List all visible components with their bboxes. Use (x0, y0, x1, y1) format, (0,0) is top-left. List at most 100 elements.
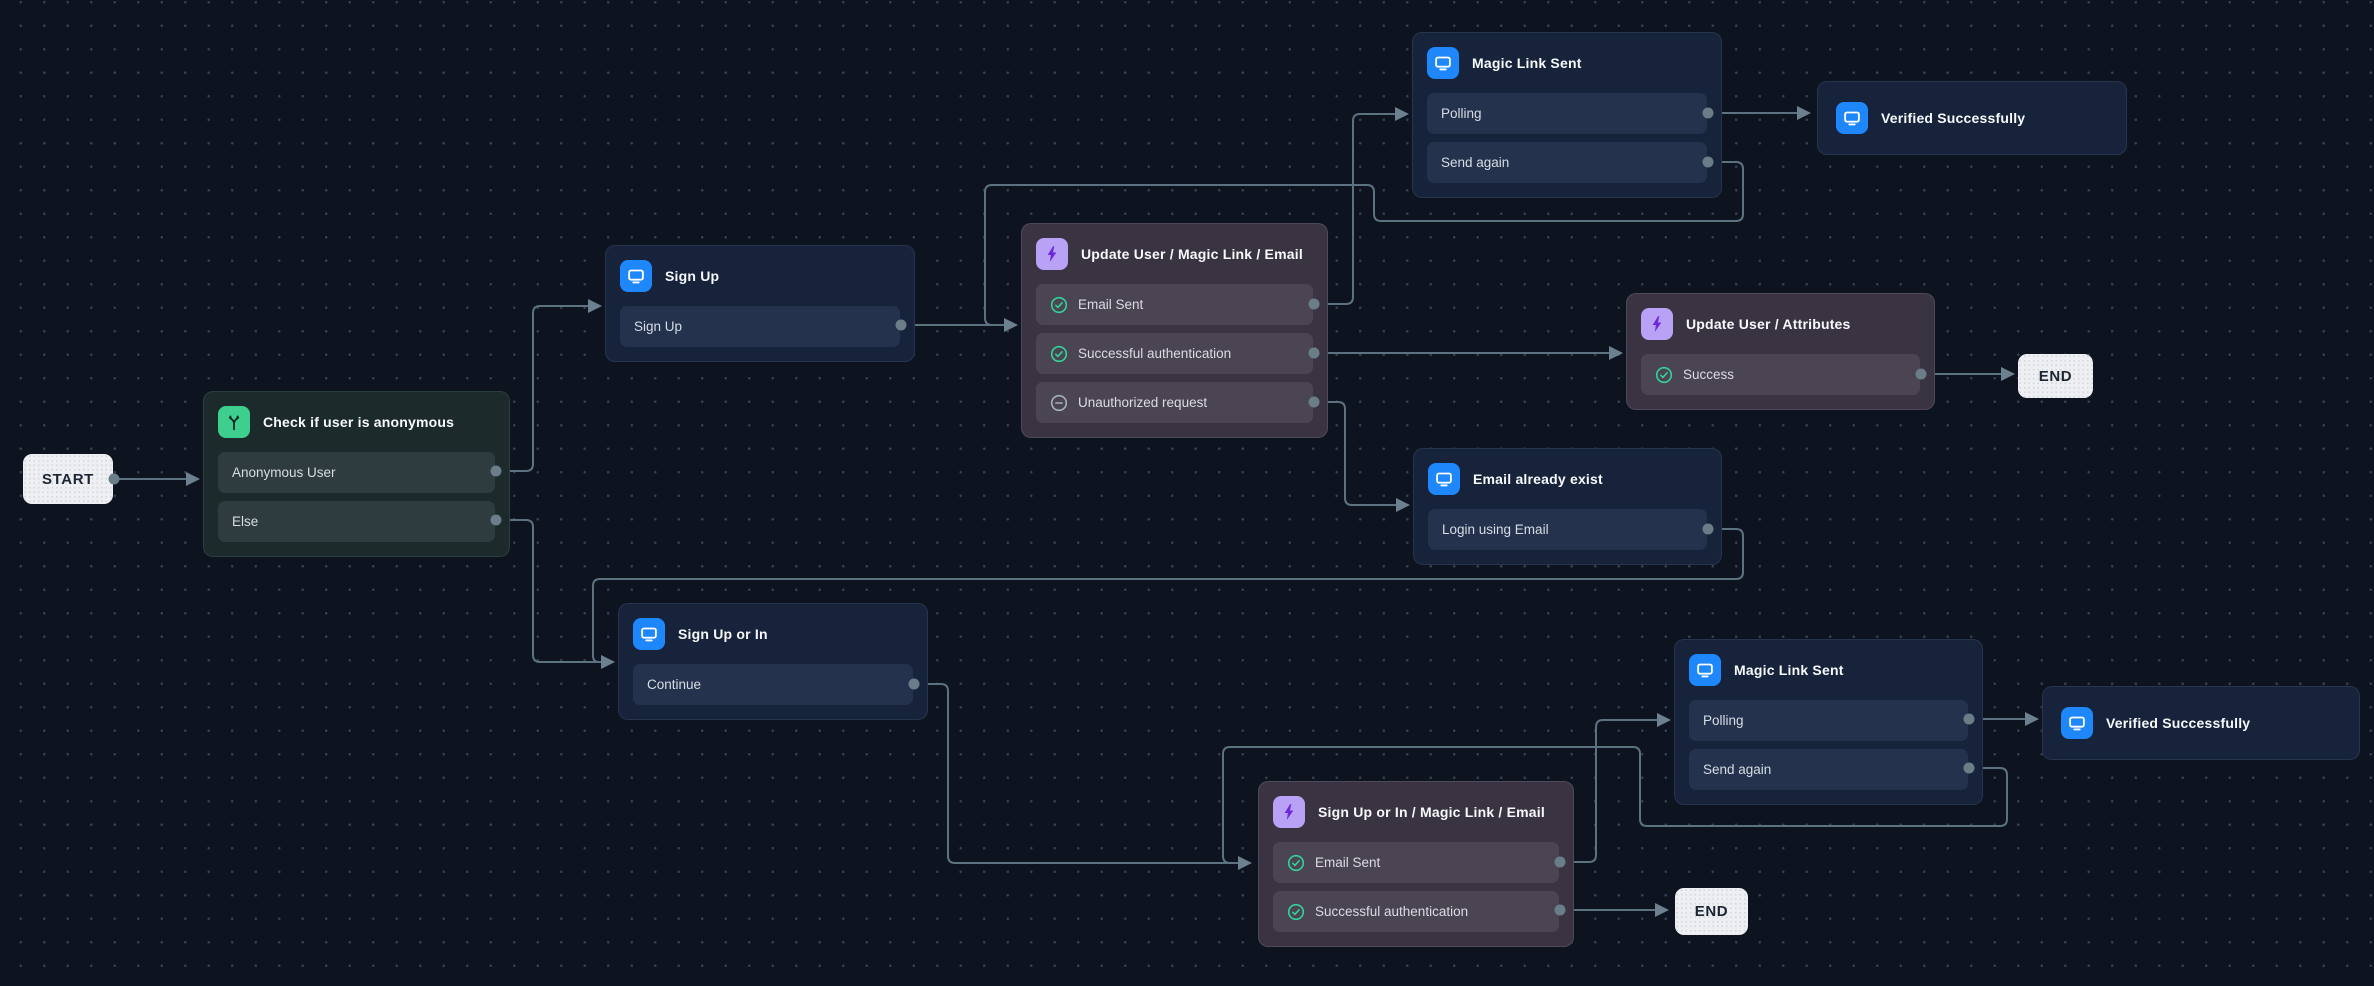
row-else[interactable]: Else (218, 501, 495, 542)
node-update-user-attributes[interactable]: Update User / Attributes Success (1626, 293, 1935, 410)
arrowhead-icon (2001, 367, 2015, 381)
arrowhead-icon (1004, 318, 1018, 332)
node-title: Verified Successfully (2106, 715, 2251, 731)
output-port-dot[interactable] (1308, 298, 1320, 310)
check-circle-icon (1050, 296, 1068, 314)
check-circle-icon (1655, 366, 1673, 384)
arrowhead-icon (1609, 346, 1623, 360)
connector-wire (592, 528, 1744, 663)
arrowhead-icon (1238, 856, 1252, 870)
output-port-dot[interactable] (1702, 156, 1714, 168)
node-sign-up-or-in-magic-link-email[interactable]: Sign Up or In / Magic Link / Email Email… (1258, 781, 1574, 947)
output-port-dot[interactable] (1963, 762, 1975, 774)
row-label: Unauthorized request (1078, 395, 1208, 410)
arrowhead-icon (2025, 712, 2039, 726)
node-email-already-exist[interactable]: Email already exist Login using Email (1413, 448, 1722, 565)
row-unauthorized-request[interactable]: Unauthorized request (1036, 382, 1313, 423)
node-header: Update User / Attributes (1641, 308, 1920, 340)
node-sign-up[interactable]: Sign Up Sign Up (605, 245, 915, 362)
end-node-top[interactable]: END (2018, 354, 2093, 398)
check-circle-icon (1050, 345, 1068, 363)
arrowhead-icon (1657, 713, 1671, 727)
bolt-icon (1641, 308, 1673, 340)
connector-wire (1222, 746, 2008, 864)
output-port-dot[interactable] (490, 514, 502, 526)
connector-wire (1560, 719, 1661, 863)
output-port-dot[interactable] (908, 678, 920, 690)
row-continue[interactable]: Continue (633, 664, 913, 705)
arrowhead-icon (588, 299, 602, 313)
node-title: Email already exist (1473, 471, 1603, 487)
node-header: Sign Up or In / Magic Link / Email (1273, 796, 1559, 828)
row-label: Success (1683, 367, 1735, 382)
node-header: Email already exist (1428, 463, 1707, 495)
output-port-dot[interactable] (1308, 347, 1320, 359)
output-port-dot[interactable] (1915, 368, 1927, 380)
output-port-dot[interactable] (108, 473, 120, 485)
arrowhead-icon (1395, 107, 1409, 121)
arrowhead-icon (186, 472, 200, 486)
connector-wire (496, 305, 592, 472)
connector-wire (914, 683, 1242, 864)
row-label: Email Sent (1078, 297, 1144, 312)
end-label: END (1694, 903, 1729, 920)
row-label: Successful authentication (1315, 904, 1469, 919)
row-label: Send again (1703, 762, 1772, 777)
connector-wire (496, 519, 605, 663)
screen-icon (1689, 654, 1721, 686)
row-sign-up[interactable]: Sign Up (620, 306, 900, 347)
node-check-if-user-is-anonymous[interactable]: Check if user is anonymous Anonymous Use… (203, 391, 510, 557)
node-verified-successfully-bottom[interactable]: Verified Successfully (2042, 686, 2360, 760)
row-anonymous-user[interactable]: Anonymous User (218, 452, 495, 493)
start-label: START (42, 470, 94, 488)
node-magic-link-sent-top[interactable]: Magic Link Sent Polling Send again (1412, 32, 1722, 198)
end-node-bottom[interactable]: END (1675, 888, 1748, 935)
output-port-dot[interactable] (1554, 904, 1566, 916)
node-header: Magic Link Sent (1427, 47, 1707, 79)
row-label: Else (232, 514, 259, 529)
row-successful-authentication[interactable]: Successful authentication (1273, 891, 1559, 932)
row-label: Polling (1441, 106, 1482, 121)
node-title: Sign Up or In (678, 626, 768, 642)
node-header: Sign Up (620, 260, 900, 292)
row-email-sent[interactable]: Email Sent (1036, 284, 1313, 325)
row-email-sent[interactable]: Email Sent (1273, 842, 1559, 883)
node-header: Verified Successfully (1836, 102, 2108, 134)
row-polling[interactable]: Polling (1689, 700, 1968, 741)
node-magic-link-sent-bottom[interactable]: Magic Link Sent Polling Send again (1674, 639, 1983, 805)
row-polling[interactable]: Polling (1427, 93, 1707, 134)
screen-icon (620, 260, 652, 292)
screen-icon (633, 618, 665, 650)
row-send-again[interactable]: Send again (1427, 142, 1707, 183)
output-port-dot[interactable] (1963, 713, 1975, 725)
row-label: Sign Up (634, 319, 683, 334)
row-label: Anonymous User (232, 465, 336, 480)
row-label: Successful authentication (1078, 346, 1232, 361)
node-title: Update User / Attributes (1686, 316, 1851, 332)
bolt-icon (1273, 796, 1305, 828)
node-header: Update User / Magic Link / Email (1036, 238, 1313, 270)
output-port-dot[interactable] (490, 465, 502, 477)
row-send-again[interactable]: Send again (1689, 749, 1968, 790)
check-circle-icon (1287, 854, 1305, 872)
branch-icon (218, 406, 250, 438)
node-title: Update User / Magic Link / Email (1081, 246, 1303, 262)
output-port-dot[interactable] (1702, 107, 1714, 119)
node-title: Magic Link Sent (1472, 55, 1582, 71)
row-successful-authentication[interactable]: Successful authentication (1036, 333, 1313, 374)
output-port-dot[interactable] (1702, 523, 1714, 535)
row-login-using-email[interactable]: Login using Email (1428, 509, 1707, 550)
output-port-dot[interactable] (1554, 856, 1566, 868)
check-circle-icon (1287, 903, 1305, 921)
start-node[interactable]: START (23, 454, 113, 504)
row-label: Send again (1441, 155, 1510, 170)
output-port-dot[interactable] (895, 319, 907, 331)
node-title: Verified Successfully (1881, 110, 2026, 126)
node-verified-successfully-top[interactable]: Verified Successfully (1817, 81, 2127, 155)
screen-icon (2061, 707, 2093, 739)
node-update-user-magic-link-email[interactable]: Update User / Magic Link / Email Email S… (1021, 223, 1328, 438)
row-success[interactable]: Success (1641, 354, 1920, 395)
node-sign-up-or-in[interactable]: Sign Up or In Continue (618, 603, 928, 720)
output-port-dot[interactable] (1308, 396, 1320, 408)
